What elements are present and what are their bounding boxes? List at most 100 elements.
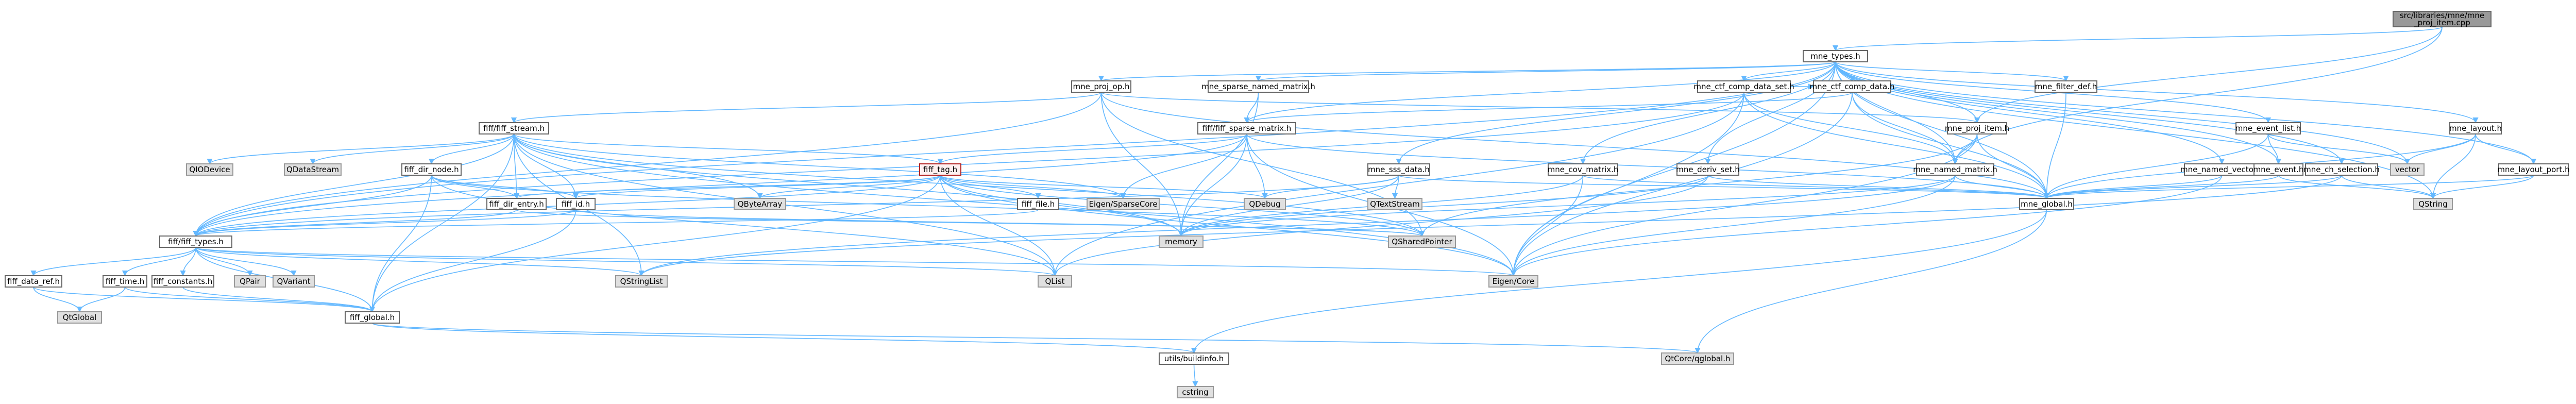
node-mne-layout[interactable]: mne_layout.h xyxy=(2449,122,2502,134)
node-label: _proj_item.cpp xyxy=(2413,18,2470,28)
edge-fiff_types-to-fiff_data_ref xyxy=(30,247,196,277)
node-mne-types[interactable]: mne_types.h xyxy=(1803,50,1868,62)
edge-line xyxy=(1244,92,1853,124)
node-fiff-global[interactable]: fiff_global.h xyxy=(345,311,400,324)
node-mne-filter-def[interactable]: mne_filter_def.h xyxy=(2035,80,2097,93)
edge-line xyxy=(2341,175,2436,199)
node-fiff-dir-node[interactable]: fiff_dir_node.h xyxy=(401,163,462,176)
node-mne-proj-op[interactable]: mne_proj_op.h xyxy=(1071,80,1131,93)
node-fiff-dir-entry[interactable]: fiff_dir_entry.h xyxy=(486,198,547,210)
node-label: mne_filter_def.h xyxy=(2035,82,2097,92)
edge-fiff_sparse_matrix-to-QDebug xyxy=(1246,133,1268,199)
node-mne-ctf-comp-data[interactable]: mne_ctf_comp_data.h xyxy=(1810,80,1895,93)
edge-fiff_types-to-QPair xyxy=(195,247,253,277)
edge-line xyxy=(937,133,1247,165)
edge-line xyxy=(1120,133,1247,199)
edge-fiff_sparse_matrix-to-fiff_types xyxy=(193,133,1247,237)
node-EigenCore: Eigen/Core xyxy=(1488,275,1538,288)
edge-mne_sss_data-to-mne_global xyxy=(1398,175,2049,199)
node-fiff-sparse-matrix[interactable]: fiff/fiff_sparse_matrix.h xyxy=(1197,122,1296,134)
edge-fiff_tag-to-QByteArray xyxy=(757,175,941,199)
edge-fiff_stream-to-QIODevice xyxy=(207,133,515,165)
edge-mne_types-to-fiff_types xyxy=(193,61,1836,237)
edge-line xyxy=(371,323,1700,354)
node-buildinfo[interactable]: utils/buildinfo.h xyxy=(1159,352,1229,365)
node-mne-sss-data[interactable]: mne_sss_data.h xyxy=(1367,163,1430,176)
edge-line xyxy=(1833,26,2443,52)
edge-line xyxy=(369,175,432,313)
node-label: QIODevice xyxy=(189,165,230,174)
edge-line xyxy=(513,133,943,165)
node-fiff-file[interactable]: fiff_file.h xyxy=(1017,198,1059,210)
edge-mne_ch_selection-to-QString xyxy=(2341,175,2436,199)
node-mne-named-matrix[interactable]: mne_named_matrix.h xyxy=(1913,163,1997,176)
edge-line xyxy=(575,209,1425,237)
edge-line xyxy=(1100,92,2049,199)
node-fiff-tag[interactable]: fiff_tag.h xyxy=(919,163,961,176)
node-box xyxy=(5,275,62,288)
node-label: fiff_tag.h xyxy=(923,165,957,175)
edge-line xyxy=(2043,92,2066,199)
edge-line xyxy=(76,287,126,313)
edge-mne_types-to-mne_filter_def xyxy=(1835,61,2069,82)
edge-fiff_dir_node-to-fiff_dir_entry xyxy=(431,175,520,199)
edge-buildinfo-to-cstring xyxy=(1192,364,1198,388)
edge-line xyxy=(1178,175,1399,237)
edge-line xyxy=(1396,61,1836,165)
node-label: QDebug xyxy=(1249,199,1280,209)
node-mne-proj-item[interactable]: mne_proj_item.h xyxy=(1945,122,2009,134)
edge-line xyxy=(1398,175,2049,199)
node-label: mne_proj_item.h xyxy=(1945,124,2009,133)
edge-fiff_tag-to-fiff_global xyxy=(369,175,941,313)
node-box xyxy=(2413,198,2453,210)
node-fiff-id[interactable]: fiff_id.h xyxy=(556,198,596,210)
edge-mne_ctf_comp_data_set-to-mne_named_matrix xyxy=(1743,92,1958,165)
edge-mne_layout-to-QString xyxy=(2430,133,2476,199)
edge-mne_types-to-fiff_sparse_matrix xyxy=(1244,61,1836,124)
node-mne-cov-matrix[interactable]: mne_cov_matrix.h xyxy=(1548,163,1619,176)
edge-line xyxy=(2430,133,2476,199)
node-label: utils/buildinfo.h xyxy=(1164,354,1224,363)
node-box xyxy=(1661,352,1734,365)
node-QIODevice: QIODevice xyxy=(186,163,233,176)
node-mne-ctf-comp-data-set[interactable]: mne_ctf_comp_data_set.h xyxy=(1693,80,1794,93)
node-label: mne_ctf_comp_data_set.h xyxy=(1693,82,1794,92)
node-box xyxy=(2449,122,2502,134)
edge-fiff_id-to-fiff_global xyxy=(369,209,577,313)
node-mne-global[interactable]: mne_global.h xyxy=(2019,198,2074,210)
node-box xyxy=(2019,198,2074,210)
node-QList: QList xyxy=(1038,275,1072,288)
edge-line xyxy=(2043,133,2269,199)
node-mne-event-list[interactable]: mne_event_list.h xyxy=(2235,122,2301,134)
edge-line xyxy=(431,175,1425,237)
node-mne-sparse-named-matrix[interactable]: mne_sparse_named_matrix.h xyxy=(1201,80,1315,93)
node-root[interactable]: src/libraries/mne/mne_proj_item.cpp xyxy=(2393,11,2492,28)
node-fiff-constants[interactable]: fiff_constants.h xyxy=(151,275,214,288)
node-vector: vector xyxy=(2390,163,2425,176)
node-label: mne_event.h xyxy=(2253,165,2304,175)
edge-mne_proj_op-to-memory xyxy=(1100,92,1184,237)
node-mne-ch-selection[interactable]: mne_ch_selection.h xyxy=(2303,163,2380,176)
edge-line xyxy=(1246,133,2049,199)
node-label: mne_types.h xyxy=(1810,52,1860,61)
nodes-layer: src/libraries/mne/mne_proj_item.cpp mne_t… xyxy=(5,11,2570,398)
edge-line xyxy=(1052,92,1744,277)
node-mne-event[interactable]: mne_event.h xyxy=(2253,163,2304,176)
node-mne-named-vector[interactable]: mne_named_vector.h xyxy=(2180,163,2263,176)
node-fiff-types[interactable]: fiff/fiff_types.h xyxy=(159,235,232,248)
edge-line xyxy=(1743,92,2050,199)
node-fiff-time[interactable]: fiff_time.h xyxy=(103,275,147,288)
edge-line xyxy=(1705,61,1836,165)
node-fiff-data-ref[interactable]: fiff_data_ref.h xyxy=(5,275,62,288)
node-box xyxy=(1197,122,1296,134)
node-label: mne_named_matrix.h xyxy=(1913,165,1997,175)
edge-line xyxy=(513,133,1425,237)
edge-mne_cov_matrix-to-EigenCore xyxy=(1510,175,1584,277)
edge-fiff_constants-to-fiff_global xyxy=(182,287,375,313)
node-fiff-stream[interactable]: fiff/fiff_stream.h xyxy=(479,122,549,134)
node-label: mne_cov_matrix.h xyxy=(1548,165,1619,175)
edge-line xyxy=(195,247,253,277)
node-box xyxy=(2390,163,2425,176)
node-mne-layout-port[interactable]: mne_layout_port.h xyxy=(2497,163,2570,176)
node-mne-deriv-set[interactable]: mne_deriv_set.h xyxy=(1676,163,1740,176)
